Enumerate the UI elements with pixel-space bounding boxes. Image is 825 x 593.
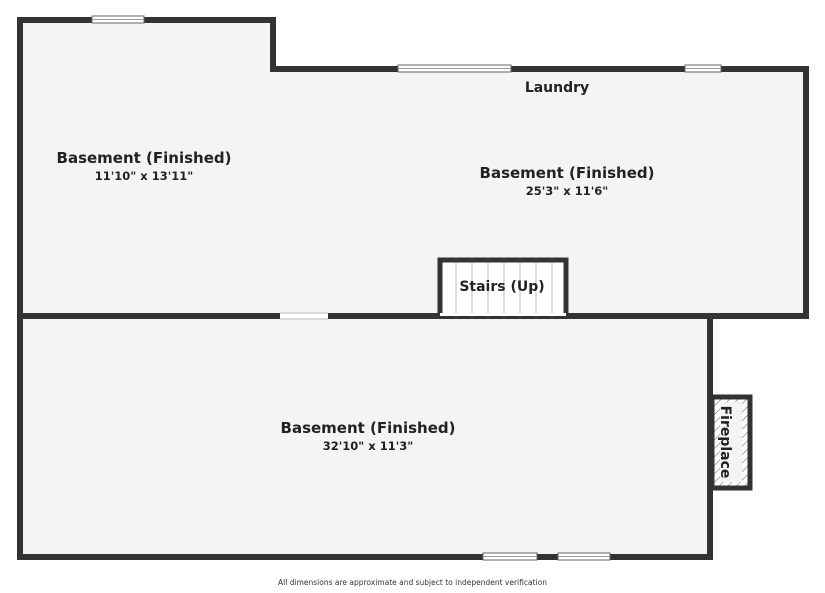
window [91, 15, 145, 24]
fireplace [709, 394, 753, 491]
room-name-upper-left: Basement (Finished) [57, 149, 232, 167]
room-dims-upper-left: 11'10" x 13'11" [95, 169, 193, 183]
lower-floor-area [20, 316, 710, 557]
room-dims-lower: 32'10" x 11'3" [323, 439, 413, 453]
window [482, 552, 538, 561]
window [397, 64, 512, 73]
upper-floor-area [20, 20, 806, 316]
window [684, 64, 722, 73]
room-name-lower: Basement (Finished) [281, 419, 456, 437]
doorway [280, 313, 328, 319]
laundry-label: Laundry [525, 80, 589, 96]
room-dims-upper-right: 25'3" x 11'6" [526, 184, 608, 198]
fireplace-label: Fireplace [717, 406, 733, 479]
window [557, 552, 611, 561]
stairs [437, 257, 569, 316]
disclaimer-text: All dimensions are approximate and subje… [278, 578, 547, 587]
room-name-upper-right: Basement (Finished) [480, 164, 655, 182]
stairs-label: Stairs (Up) [459, 279, 544, 295]
